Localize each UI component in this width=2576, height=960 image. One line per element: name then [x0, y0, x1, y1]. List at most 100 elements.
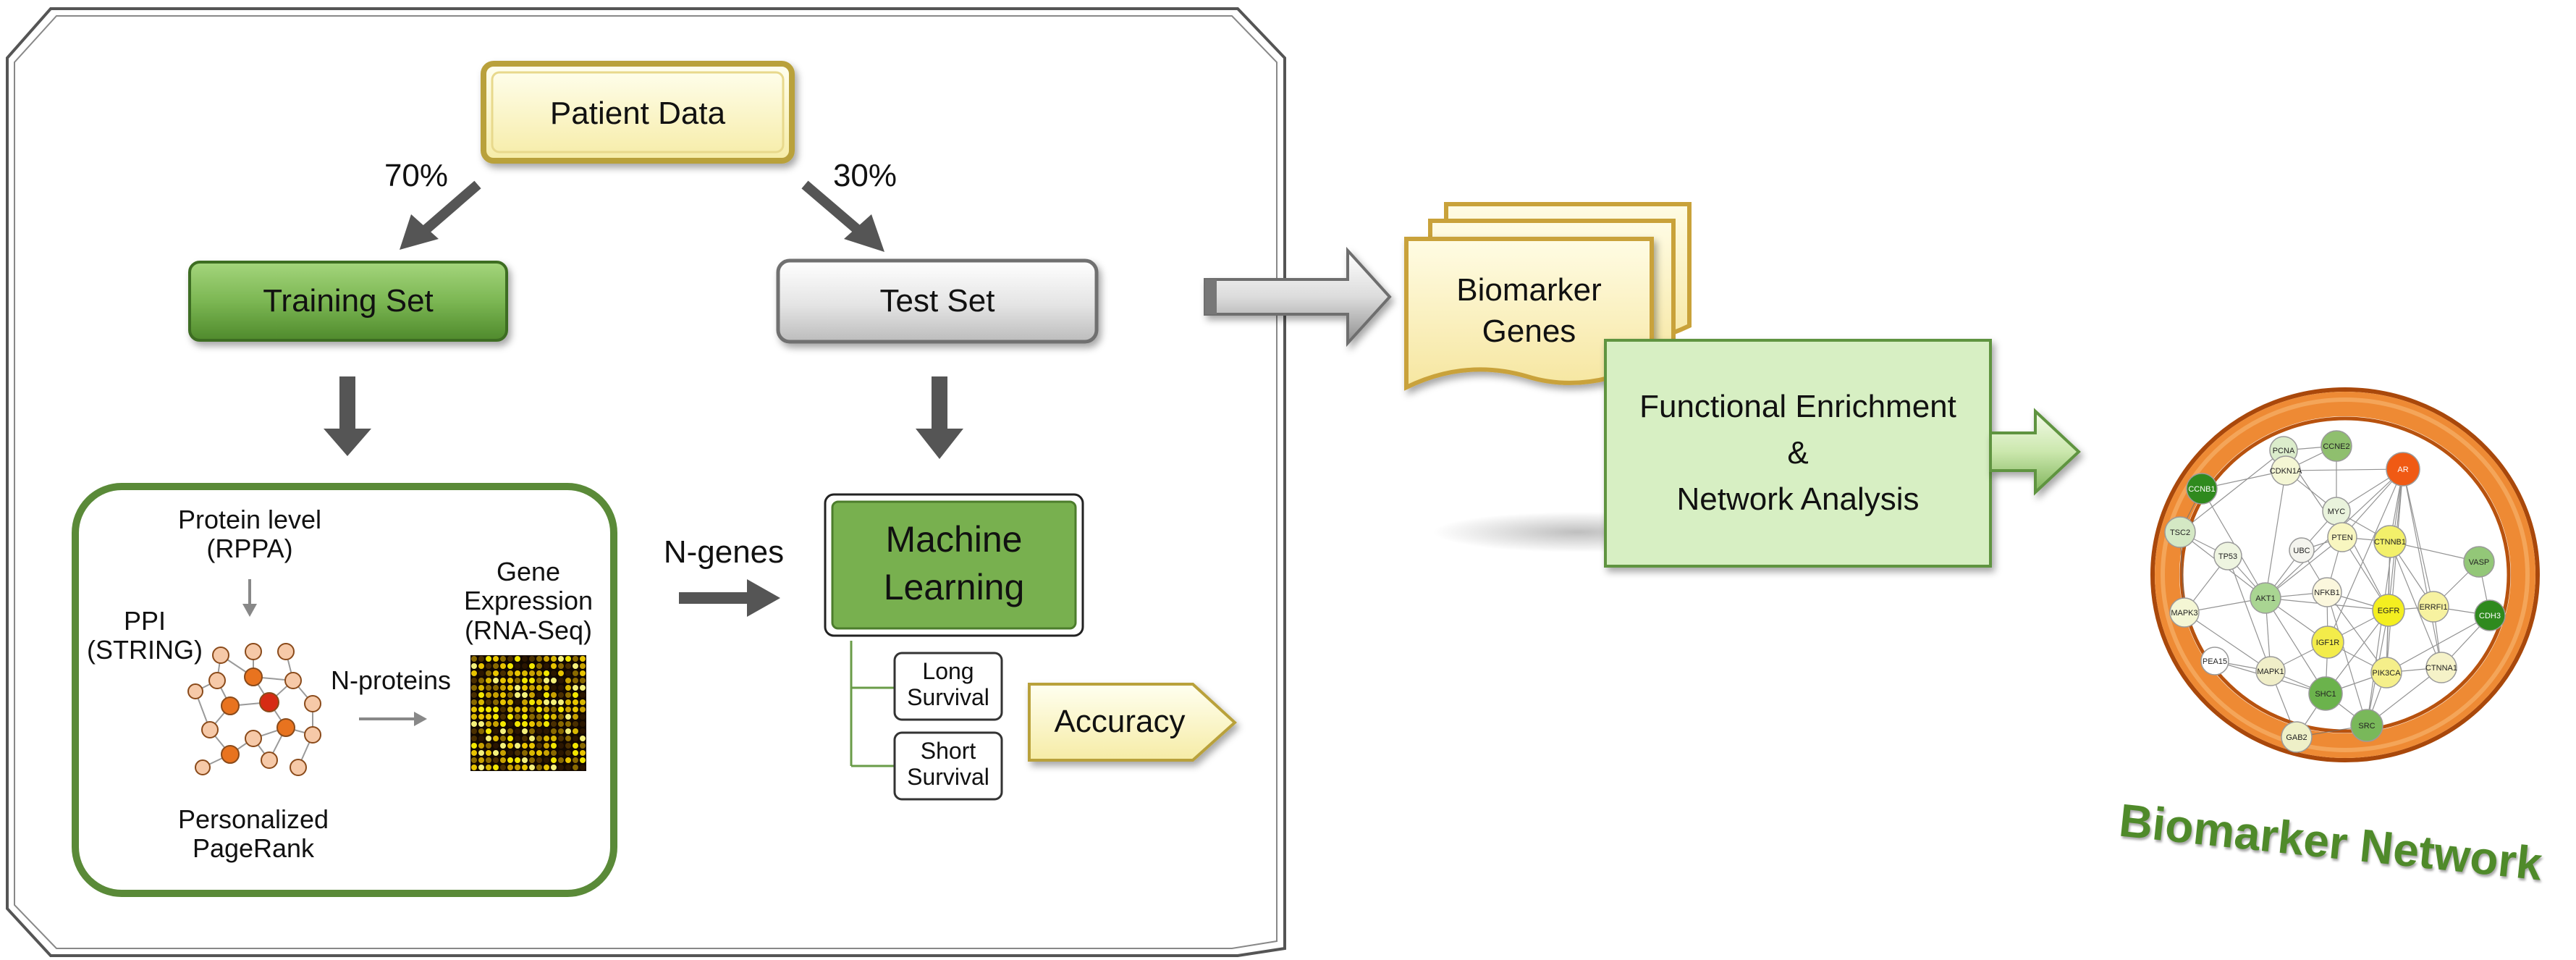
heatmap-cell	[500, 757, 506, 763]
heatmap-cell	[529, 707, 535, 712]
network-node-gab2	[2281, 721, 2313, 753]
heatmap-cell	[565, 765, 571, 770]
network-node-ar	[2386, 452, 2420, 487]
heatmap-cell	[551, 714, 557, 720]
heatmap-cell	[544, 743, 549, 749]
heatmap-cell	[522, 743, 528, 749]
heatmap-cell	[493, 692, 499, 698]
network-edge	[2386, 468, 2404, 673]
network-node-nfkb1	[2312, 577, 2342, 607]
heatmap-cell	[500, 765, 506, 770]
heatmap-cell	[478, 692, 484, 698]
network-node-pik3ca	[2370, 657, 2402, 689]
heatmap-cell	[580, 685, 586, 691]
heatmap-cell	[515, 736, 520, 741]
heatmap-cell	[478, 750, 484, 756]
biomarker-genes-docs	[1404, 202, 1692, 391]
heatmap-cell	[551, 656, 557, 662]
heatmap-cell	[580, 692, 586, 698]
network-node-label: AKT1	[2255, 594, 2276, 603]
heatmap-cell	[500, 728, 506, 734]
heatmap-cell	[515, 765, 520, 770]
heatmap-cell	[551, 692, 557, 698]
heatmap-cell	[573, 714, 578, 720]
heatmap-cell	[478, 678, 484, 683]
heatmap-cell	[558, 721, 564, 727]
network-node-label: TSC2	[2170, 529, 2190, 537]
heatmap-cell	[551, 707, 557, 712]
network-edge	[2184, 612, 2271, 672]
heatmap-cell	[544, 678, 549, 683]
network-node-label: VASP	[2469, 558, 2490, 567]
heatmap-cell	[573, 656, 578, 662]
heatmap-cell	[544, 663, 549, 669]
network-node-label: CCNB1	[2188, 485, 2215, 494]
network-node-label: MAPK1	[2257, 668, 2284, 676]
heatmap-cell	[471, 678, 477, 683]
network-edge	[2402, 468, 2442, 668]
heatmap-cell	[507, 714, 513, 720]
heatmap-cell	[558, 714, 564, 720]
heatmap-cell	[558, 663, 564, 669]
heatmap-cell	[573, 685, 578, 691]
split-arrow-train	[400, 180, 481, 250]
heatmap-cell	[493, 699, 499, 705]
heatmap-cell	[536, 728, 542, 734]
heatmap-cell	[544, 721, 549, 727]
heatmap-cell	[529, 670, 535, 676]
heatmap-cell	[551, 743, 557, 749]
heatmap-cell	[573, 670, 578, 676]
heatmap-cell	[558, 736, 564, 741]
functional-enrichment-label: Functional Enrichment&Network Analysis	[1639, 389, 1956, 518]
heatmap-cell	[551, 721, 557, 727]
network-node-src	[2350, 709, 2383, 742]
heatmap-cell	[471, 670, 477, 676]
network-node-label: CTNNB1	[2374, 538, 2406, 547]
to-network-arrow	[1989, 408, 2081, 496]
heatmap-cell	[478, 757, 484, 763]
heatmap-cell	[565, 656, 571, 662]
heatmap-cell	[529, 714, 535, 720]
heatmap-cell	[507, 707, 513, 712]
heatmap-cell	[478, 707, 484, 712]
heatmap-cell	[507, 736, 513, 741]
network-node-cdh3	[2474, 599, 2506, 631]
outcome-tree	[850, 641, 895, 767]
heatmap-cell	[507, 678, 513, 683]
heatmap-cell	[573, 699, 578, 705]
training-set-box	[188, 261, 508, 342]
heatmap-cell	[515, 656, 520, 662]
heatmap-cell	[551, 699, 557, 705]
network-node-vasp	[2463, 546, 2495, 578]
heatmap-cell	[486, 678, 491, 683]
heatmap-cell	[522, 736, 528, 741]
heatmap-cell	[573, 678, 578, 683]
heatmap-cell	[536, 750, 542, 756]
heatmap-cell	[529, 692, 535, 698]
heatmap-cell	[580, 707, 586, 712]
heatmap-cell	[471, 699, 477, 705]
heatmap-cell	[580, 736, 586, 741]
heatmap-cell	[471, 750, 477, 756]
heatmap-cell	[478, 663, 484, 669]
heatmap-cell	[522, 728, 528, 734]
heatmap-cell	[544, 750, 549, 756]
heatmap-cell	[558, 685, 564, 691]
heatmap-cell	[478, 743, 484, 749]
heatmap-cell	[507, 728, 513, 734]
heatmap-cell	[522, 757, 528, 763]
heatmap-cell	[478, 656, 484, 662]
network-node-label: NFKB1	[2314, 589, 2339, 597]
test-split-label: 30%	[832, 158, 898, 193]
heatmap-cell	[558, 750, 564, 756]
heatmap-cell	[529, 728, 535, 734]
heatmap-cell	[565, 736, 571, 741]
short-survival-box	[893, 731, 1003, 801]
heatmap-cell	[565, 678, 571, 683]
heatmap-cell	[522, 692, 528, 698]
heatmap-cell	[544, 707, 549, 712]
heatmap-cell	[573, 663, 578, 669]
heatmap-cell	[573, 728, 578, 734]
